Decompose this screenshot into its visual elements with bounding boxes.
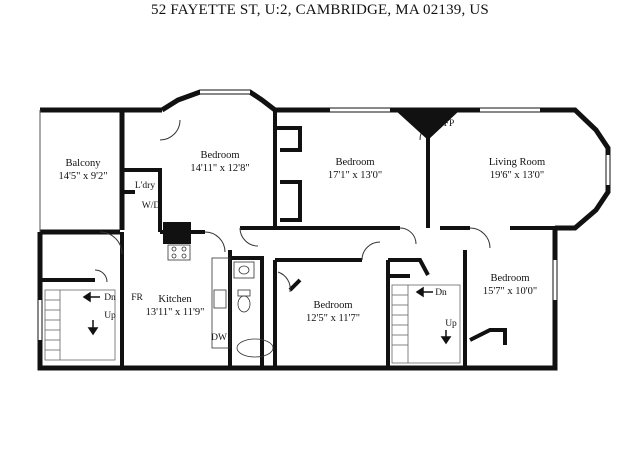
window-frames <box>37 89 611 340</box>
counter <box>211 257 231 349</box>
balcony-dims: 14'5" x 9'2" <box>58 171 107 182</box>
stairs-left <box>44 289 116 361</box>
bedroom-mid-name: Bedroom <box>335 157 374 168</box>
right-stair-down: Dn <box>435 288 447 298</box>
kitchen-dims: 13'11" x 11'9" <box>146 307 205 318</box>
bathtub <box>236 338 274 358</box>
interior-walls <box>40 110 555 368</box>
bedroom-mid-dims: 17'1" x 13'0" <box>328 170 382 181</box>
right-stair-up: Up <box>445 319 457 329</box>
stairs-right <box>391 284 461 364</box>
laundry-label: L'dry <box>135 181 155 191</box>
balcony-name: Balcony <box>66 158 102 169</box>
fridge-label: FR <box>131 293 143 303</box>
living-room-name: Living Room <box>489 157 545 168</box>
vanity <box>233 261 255 279</box>
chimney-block <box>163 222 191 244</box>
bedroom-left-dims: 14'11" x 12'8" <box>190 163 249 174</box>
page-title: 52 FAYETTE ST, U:2, CAMBRIDGE, MA 02139,… <box>151 2 489 18</box>
bedroom-left-name: Bedroom <box>200 150 239 161</box>
stair-arrows <box>82 286 452 345</box>
stove <box>167 244 191 261</box>
fireplace-label: FP <box>444 119 455 129</box>
kitchen-fixtures <box>167 244 231 349</box>
washer-dryer-label: W/D <box>142 201 161 211</box>
left-stair-up: Up <box>104 311 116 321</box>
bath-fixtures <box>233 261 274 358</box>
room-labels: Balcony 14'5" x 9'2" Bedroom 14'11" x 12… <box>58 150 545 324</box>
toilet-tank <box>237 289 251 297</box>
fireplace <box>163 110 460 244</box>
dishwasher-label: DW <box>211 333 227 343</box>
bedroom-lower-dims: 12'5" x 11'7" <box>306 313 360 324</box>
fixture-labels: L'dry W/D FP FR DW <box>131 119 454 343</box>
living-room-dims: 19'6" x 13'0" <box>490 170 544 181</box>
stair-labels: Dn Up Dn Up <box>104 288 457 329</box>
left-stair-down: Dn <box>104 293 116 303</box>
windows <box>38 90 610 340</box>
bedroom-lower-name: Bedroom <box>313 300 352 311</box>
bedroom-right-dims: 15'7" x 10'0" <box>483 286 537 297</box>
bedroom-right-name: Bedroom <box>490 273 529 284</box>
sink <box>213 289 227 309</box>
kitchen-name: Kitchen <box>158 294 192 305</box>
